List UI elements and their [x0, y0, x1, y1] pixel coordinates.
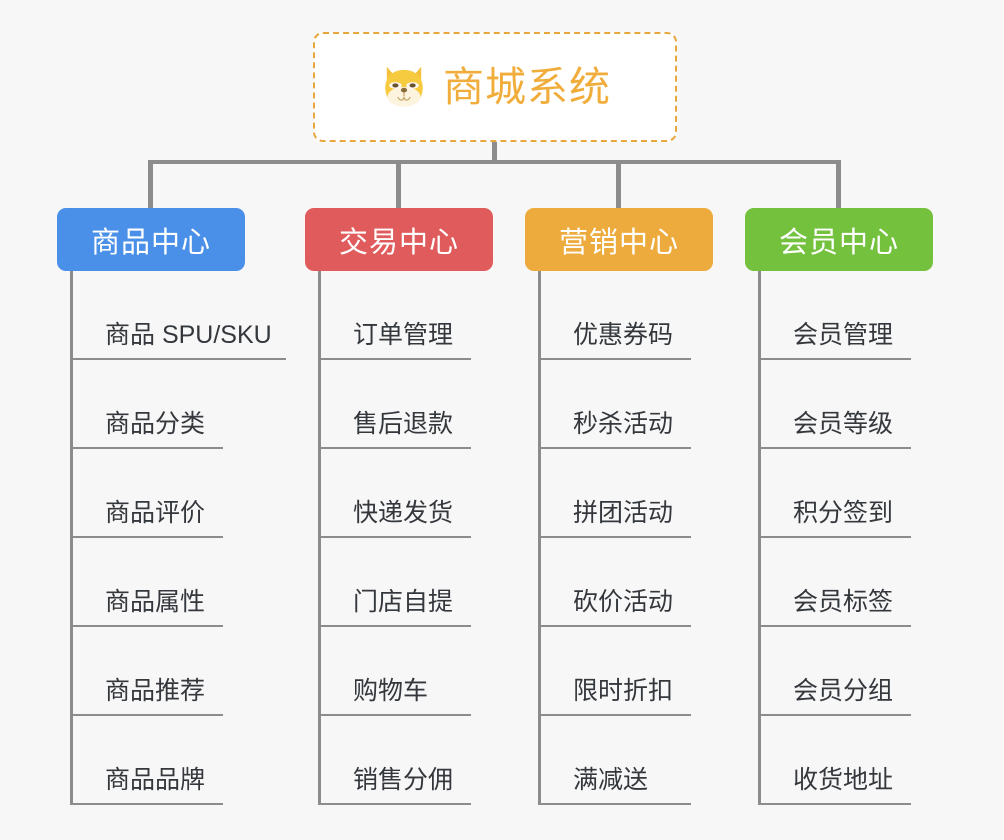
- leaf-item[interactable]: 积分签到: [761, 449, 911, 538]
- leaf-label: 商品评价: [105, 499, 206, 527]
- leaf-label: 限时折扣: [573, 677, 674, 705]
- leaf-list-product: 商品 SPU/SKU 商品分类 商品评价 商品属性 商品推荐 商品品牌: [70, 271, 286, 805]
- branch-header-member[interactable]: 会员中心: [745, 208, 933, 271]
- leaf-item[interactable]: 门店自提: [321, 538, 471, 627]
- leaf-label: 拼团活动: [573, 499, 674, 527]
- connector-to-branch-3: [836, 160, 841, 209]
- leaf-item[interactable]: 会员等级: [761, 360, 911, 449]
- leaf-item[interactable]: 限时折扣: [541, 627, 691, 716]
- leaf-item[interactable]: 商品 SPU/SKU: [73, 271, 286, 360]
- leaf-label: 快递发货: [353, 499, 454, 527]
- leaf-list-marketing: 优惠券码 秒杀活动 拼团活动 砍价活动 限时折扣 满减送: [538, 271, 713, 805]
- connector-to-branch-1: [396, 160, 401, 209]
- branch-header-marketing[interactable]: 营销中心: [525, 208, 713, 271]
- leaf-label: 会员标签: [793, 588, 894, 616]
- leaf-item[interactable]: 商品推荐: [73, 627, 223, 716]
- branch-column-trade: 交易中心 订单管理 售后退款 快递发货 门店自提 购物车 销售分佣: [305, 208, 493, 805]
- leaf-label: 优惠券码: [573, 321, 674, 349]
- leaf-list-member: 会员管理 会员等级 积分签到 会员标签 会员分组 收货地址: [758, 271, 933, 805]
- leaf-item[interactable]: 拼团活动: [541, 449, 691, 538]
- branch-header-trade[interactable]: 交易中心: [305, 208, 493, 271]
- leaf-item[interactable]: 商品分类: [73, 360, 223, 449]
- leaf-item[interactable]: 商品评价: [73, 449, 223, 538]
- leaf-list-trade: 订单管理 售后退款 快递发货 门店自提 购物车 销售分佣: [318, 271, 493, 805]
- leaf-label: 商品推荐: [105, 677, 206, 705]
- leaf-item[interactable]: 快递发货: [321, 449, 471, 538]
- leaf-item[interactable]: 商品属性: [73, 538, 223, 627]
- leaf-label: 订单管理: [353, 321, 454, 349]
- leaf-item[interactable]: 购物车: [321, 627, 471, 716]
- leaf-label: 销售分佣: [353, 766, 454, 794]
- connector-root-stem: [492, 142, 497, 163]
- shiba-dog-face-icon: [385, 66, 423, 107]
- leaf-label: 售后退款: [353, 410, 454, 438]
- leaf-item[interactable]: 销售分佣: [321, 716, 471, 805]
- leaf-label: 商品 SPU/SKU: [105, 321, 272, 349]
- leaf-label: 积分签到: [793, 499, 894, 527]
- leaf-label: 门店自提: [353, 588, 454, 616]
- branch-column-member: 会员中心 会员管理 会员等级 积分签到 会员标签 会员分组 收货地址: [745, 208, 933, 805]
- leaf-label: 商品品牌: [105, 766, 206, 794]
- connector-to-branch-2: [616, 160, 621, 209]
- leaf-label: 收货地址: [793, 766, 894, 794]
- root-title: 商城系统: [443, 63, 611, 110]
- leaf-label: 砍价活动: [573, 588, 674, 616]
- leaf-item[interactable]: 满减送: [541, 716, 691, 805]
- leaf-item[interactable]: 优惠券码: [541, 271, 691, 360]
- leaf-item[interactable]: 会员标签: [761, 538, 911, 627]
- leaf-item[interactable]: 砍价活动: [541, 538, 691, 627]
- branch-header-product[interactable]: 商品中心: [57, 208, 245, 271]
- connector-horizontal-bus: [150, 160, 840, 164]
- leaf-item[interactable]: 会员分组: [761, 627, 911, 716]
- leaf-item[interactable]: 订单管理: [321, 271, 471, 360]
- leaf-label: 会员分组: [793, 677, 894, 705]
- leaf-label: 商品属性: [105, 588, 206, 616]
- leaf-label: 会员管理: [793, 321, 894, 349]
- leaf-label: 购物车: [353, 677, 429, 705]
- leaf-label: 会员等级: [793, 410, 894, 438]
- leaf-item[interactable]: 收货地址: [761, 716, 911, 805]
- leaf-label: 商品分类: [105, 410, 206, 438]
- connector-to-branch-0: [148, 160, 153, 209]
- branch-column-product: 商品中心 商品 SPU/SKU 商品分类 商品评价 商品属性 商品推荐 商品品牌: [57, 208, 286, 805]
- leaf-item[interactable]: 会员管理: [761, 271, 911, 360]
- leaf-item[interactable]: 秒杀活动: [541, 360, 691, 449]
- leaf-label: 秒杀活动: [573, 410, 674, 438]
- branch-column-marketing: 营销中心 优惠券码 秒杀活动 拼团活动 砍价活动 限时折扣 满减送: [525, 208, 713, 805]
- leaf-item[interactable]: 商品品牌: [73, 716, 223, 805]
- leaf-label: 满减送: [573, 766, 649, 794]
- root-node-shop-system[interactable]: 商城系统: [313, 32, 677, 142]
- leaf-item[interactable]: 售后退款: [321, 360, 471, 449]
